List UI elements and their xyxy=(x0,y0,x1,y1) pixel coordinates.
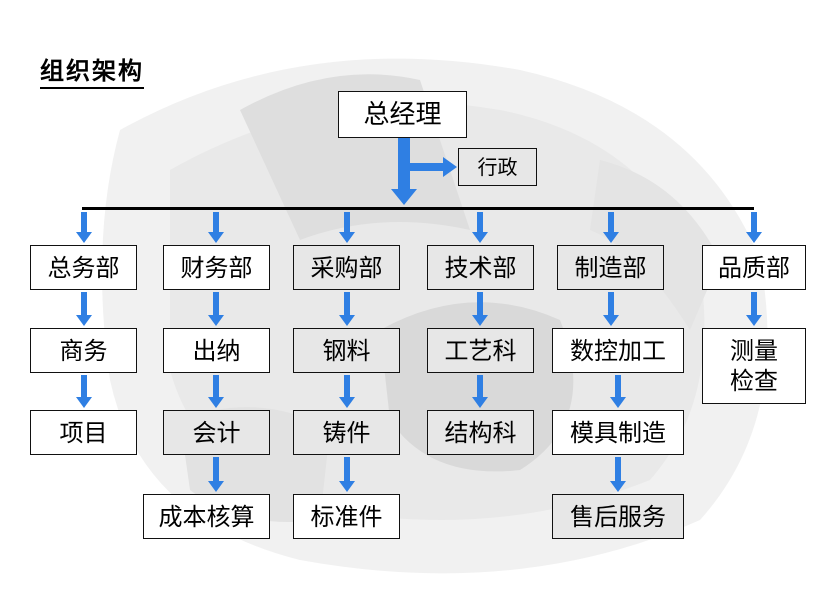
dept-arrow-5 xyxy=(746,212,762,243)
dept-finance: 财务部 xyxy=(163,245,270,290)
department-bus-line xyxy=(82,207,754,210)
sub-mold: 模具制造 xyxy=(552,410,684,455)
sub-arrow-10 xyxy=(603,292,619,326)
sub-accounting: 会计 xyxy=(163,410,270,455)
sub-steel: 钢料 xyxy=(293,328,400,373)
dept-technology: 技术部 xyxy=(427,245,534,290)
sub-arrow-11 xyxy=(610,375,626,408)
sub-structure: 结构科 xyxy=(427,410,534,455)
sub-arrow-12 xyxy=(610,457,626,492)
sub-arrow-0 xyxy=(76,292,92,326)
dept-quality: 品质部 xyxy=(702,245,806,290)
sub-after-sales: 售后服务 xyxy=(552,494,684,539)
dept-arrow-1 xyxy=(208,212,224,243)
dept-purchasing: 采购部 xyxy=(293,245,400,290)
sub-standard-parts: 标准件 xyxy=(293,494,400,539)
ceo-arrow xyxy=(391,138,417,205)
dept-arrow-4 xyxy=(603,212,619,243)
sub-arrow-8 xyxy=(472,292,488,326)
sub-arrow-9 xyxy=(472,375,488,408)
sub-arrow-6 xyxy=(339,375,355,408)
sub-casting: 铸件 xyxy=(293,410,400,455)
page-title: 组织架构 xyxy=(40,56,144,89)
sub-measurement: 测量 检查 xyxy=(702,328,806,404)
sub-cnc: 数控加工 xyxy=(552,328,684,373)
sub-arrow-13 xyxy=(746,292,762,326)
dept-arrow-3 xyxy=(472,212,488,243)
dept-arrow-2 xyxy=(339,212,355,243)
dept-manufacturing: 制造部 xyxy=(557,245,664,290)
sub-project: 项目 xyxy=(30,410,137,455)
sub-cost: 成本核算 xyxy=(143,494,270,539)
sub-business: 商务 xyxy=(30,328,137,373)
dept-arrow-0 xyxy=(76,212,92,243)
sub-cashier: 出纳 xyxy=(163,328,270,373)
dept-general-affairs: 总务部 xyxy=(30,245,137,290)
admin-box: 行政 xyxy=(458,148,537,186)
sub-arrow-4 xyxy=(208,457,224,492)
sub-arrow-2 xyxy=(208,292,224,326)
sub-arrow-5 xyxy=(339,292,355,326)
sub-arrow-7 xyxy=(339,457,355,492)
admin-arrow xyxy=(410,157,457,177)
ceo-box: 总经理 xyxy=(338,91,467,138)
sub-arrow-3 xyxy=(208,375,224,408)
sub-arrow-1 xyxy=(76,375,92,408)
sub-process: 工艺科 xyxy=(427,328,534,373)
